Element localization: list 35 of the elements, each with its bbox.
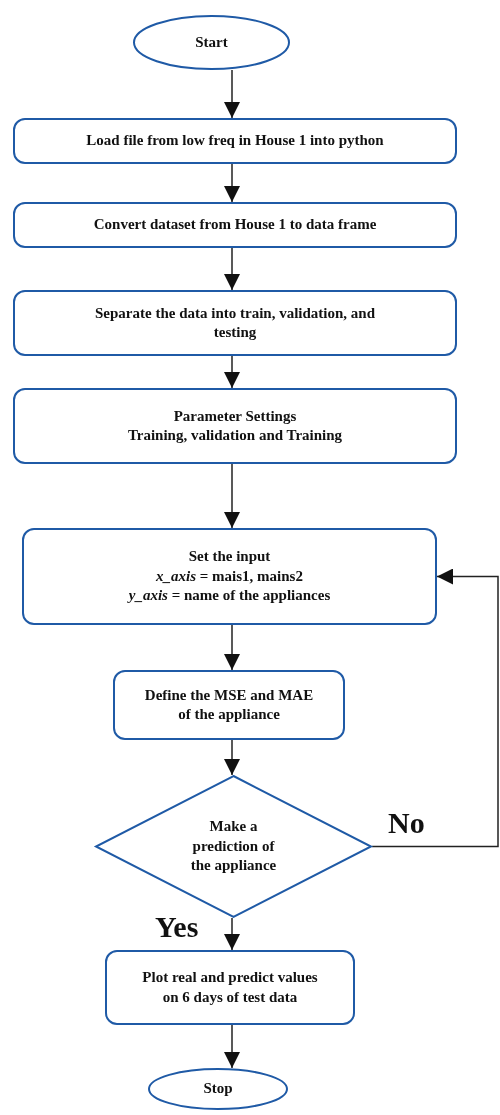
node-text: Training, validation and Training: [127, 426, 343, 445]
terminal-ellipse: [148, 1068, 288, 1110]
node-text: Stop: [203, 1079, 233, 1099]
decision-diamond: [95, 775, 372, 918]
process-box: [105, 950, 355, 1025]
node-text: Start: [195, 32, 228, 52]
node-text: Separate the data into train, validation, and testing: [94, 303, 376, 342]
arrow: [224, 624, 240, 671]
process-box: [22, 528, 437, 625]
edge-label: No: [388, 808, 425, 838]
arrow: [224, 917, 240, 951]
process-box: [113, 670, 345, 740]
process-box: [13, 202, 457, 248]
terminal-ellipse: [133, 15, 290, 70]
arrow: [224, 1024, 240, 1069]
node-text: Plot real and predict values on 6 days of test data: [141, 968, 319, 1007]
arrow: [224, 739, 240, 776]
process-box: [13, 118, 457, 164]
node-text: Make a prediction of the appliance: [189, 817, 278, 876]
node-text: Set the input: [188, 547, 271, 567]
node-text: Load file from low freq in House 1 into python: [86, 131, 384, 151]
arrow: [224, 463, 240, 529]
arrow: [224, 247, 240, 291]
node-text: Convert dataset from House 1 to data frame: [93, 215, 377, 235]
arrow: [224, 69, 240, 119]
node-text: Parameter Settings: [173, 406, 297, 426]
arrow: [371, 568, 499, 848]
node-text: x_axis = mais1, mains2: [156, 566, 303, 586]
node-text: y_axis = name of the appliances: [128, 586, 331, 606]
edge-label: Yes: [155, 912, 199, 942]
process-box: [13, 290, 457, 356]
process-box: [13, 388, 457, 464]
node-text: Define the MSE and MAE of the appliance: [144, 685, 314, 724]
arrow: [224, 163, 240, 203]
arrow: [224, 355, 240, 389]
